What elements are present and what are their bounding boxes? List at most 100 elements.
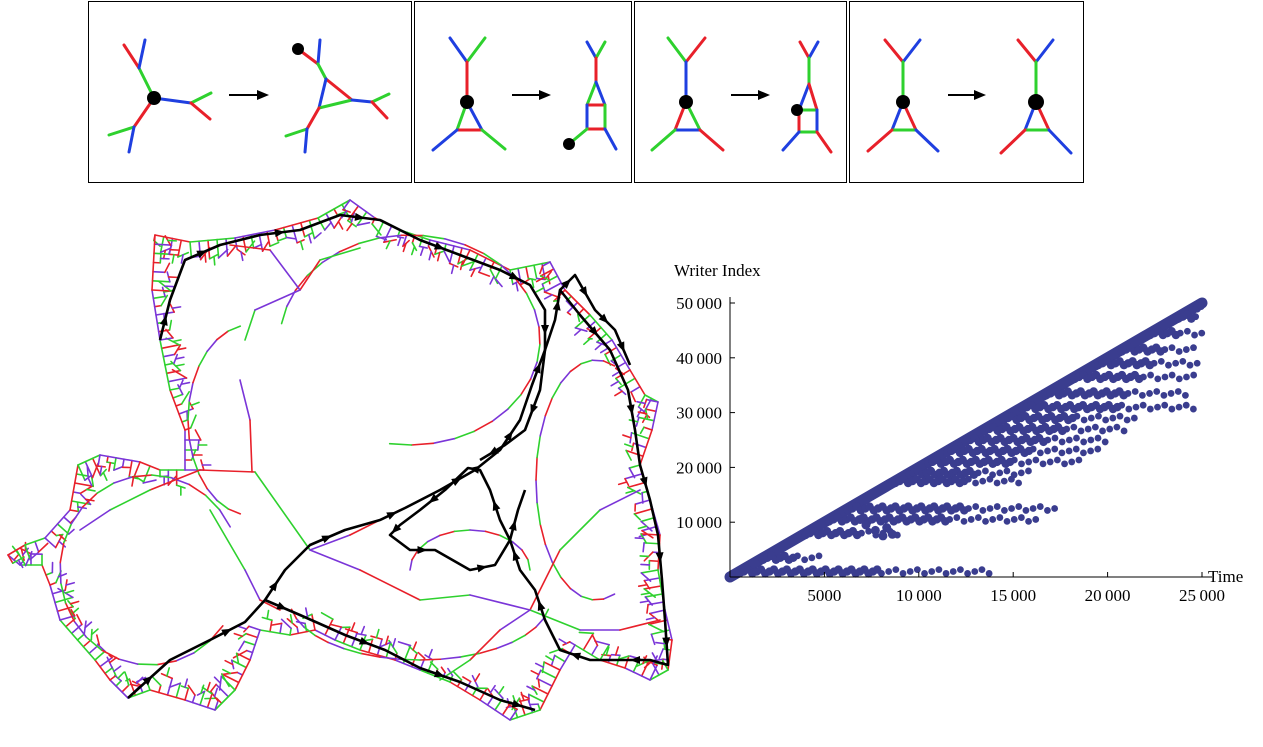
graph-edge [304,607,309,618]
graph-edge [494,278,503,288]
data-point [1073,412,1081,420]
data-point [1003,467,1011,475]
graph-edge [222,668,232,675]
band-series [980,422,1128,436]
graph-edge [645,398,659,403]
graph-edge [544,397,554,417]
arrow-head-icon [276,601,288,610]
graph-edge [307,233,312,244]
active-node-icon [1028,94,1044,110]
data-point [1065,436,1073,444]
data-point [993,479,1001,487]
data-point [815,552,823,560]
graph-edge [527,698,534,714]
band-series [801,527,901,540]
graph-edge [69,509,80,513]
graph-edge [533,264,538,280]
graph-edge [135,676,144,685]
graph-edge [364,638,374,642]
graph-edge [187,419,191,440]
graph-edge [317,217,326,231]
graph-edge [62,516,72,524]
graph-edge [73,620,88,638]
graph-edge [469,253,479,271]
graph-edge [13,553,20,561]
graph-edge [64,602,76,623]
graph-edge [599,347,609,354]
graph-edge [128,459,133,478]
graph-edge [245,632,259,639]
graph-edge [238,640,246,652]
data-point [1176,329,1184,337]
graph-edge [443,250,452,265]
graph-edge [569,587,582,598]
band-series [905,466,1032,479]
graph-edge [614,390,623,397]
graph-edge [121,684,130,693]
data-point [1070,423,1078,431]
band-series [961,433,1109,447]
arrow-head-icon [321,535,333,544]
arrow-right-icon [948,90,986,100]
rule-panel-4 [849,1,1084,183]
graph-edge [58,540,67,548]
data-point [1025,467,1032,475]
data-point [1072,445,1080,453]
graph-edge [330,623,343,628]
data-point [979,477,987,485]
arrow-head-icon [533,362,541,374]
graph-edge [547,274,551,285]
band-series [735,565,993,578]
graph-edge [530,669,540,676]
graph-edge [643,585,662,590]
graph-edge [648,623,665,633]
graph-edge [125,676,130,687]
graph-edge [189,414,197,429]
graph-edge [630,391,637,403]
graph-edge [160,294,169,307]
graph-edge [375,628,380,639]
graph-edge [473,420,493,433]
graph-edge [494,265,503,280]
data-point [964,475,972,483]
graph-edge [541,275,559,285]
rule-2-diagram [431,36,618,152]
data-point [1010,516,1018,523]
graph-edge [379,656,401,661]
graph-edge [309,549,361,571]
graph-edge [392,638,397,648]
data-point [1018,460,1025,468]
graph-edge [187,684,196,696]
data-point [996,469,1004,477]
graph-edge [254,471,311,551]
data-point [1193,359,1201,367]
graph-edge [419,246,425,256]
graph-edge [291,224,298,244]
data-point [794,552,801,560]
graph-edge [167,377,188,383]
graph-edge [113,665,122,673]
band-series [942,444,1102,458]
data-point [957,566,964,574]
graph-edge [520,691,525,702]
data-point [1183,327,1191,335]
graph-edge [633,507,654,515]
graph-edge [646,603,649,614]
graph-edge [199,690,206,706]
graph-edge [217,248,229,259]
graph-edge [198,350,208,367]
data-point [921,570,928,577]
graph-edge [175,652,195,662]
graph-edge [289,627,292,636]
arrow-head-icon [508,520,517,531]
graph-edge [84,460,94,479]
graph-edge [204,252,207,263]
graph-edge [246,649,254,654]
graph-edge [449,681,481,701]
data-point [801,556,809,564]
graph-edge [188,438,194,459]
arrow-head-icon [433,241,445,250]
band-series [1174,310,1200,323]
rule-1-diagram [107,38,391,154]
graph-edge [639,429,653,466]
